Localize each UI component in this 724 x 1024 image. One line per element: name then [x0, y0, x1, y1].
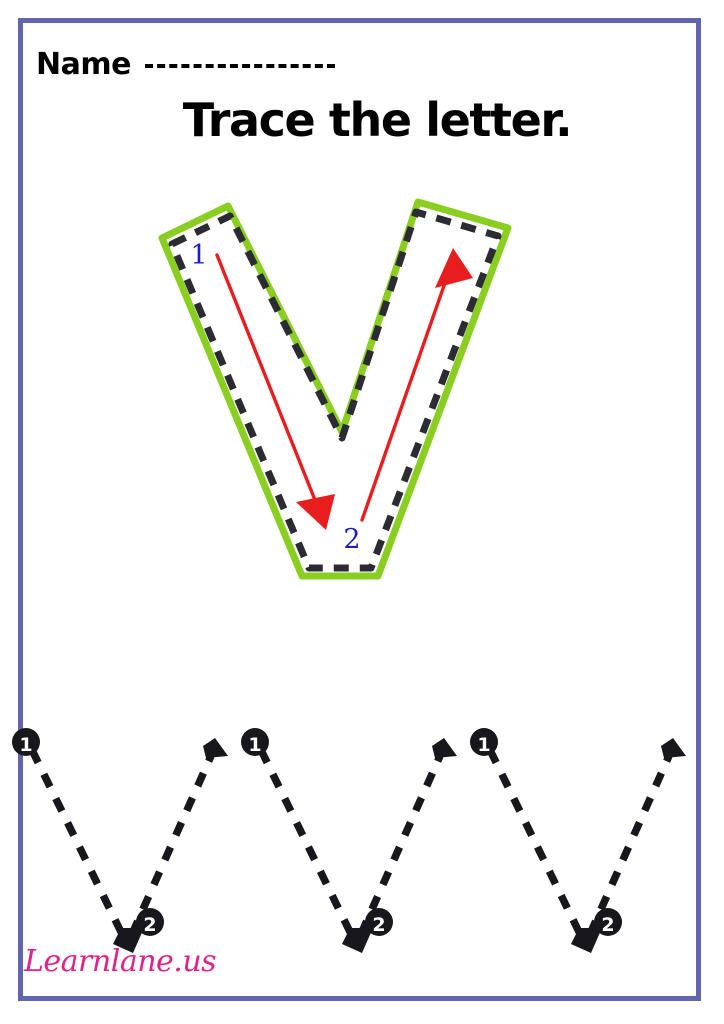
stroke-1-arrow-head — [296, 494, 335, 530]
practice-tracing-row: 1 2 — [0, 712, 724, 972]
stroke-2-arrow-head — [435, 248, 473, 288]
letter-dashed-guide[interactable] — [168, 208, 502, 572]
page-title: Trace the letter. — [182, 93, 573, 147]
practice-letter-2[interactable] — [241, 728, 457, 953]
name-label: Name — [36, 47, 131, 82]
stroke-1-arrow-shaft — [215, 253, 321, 512]
traceable-letter-figure: 1 2 — [130, 180, 560, 610]
name-write-line[interactable] — [144, 64, 335, 68]
stroke-1-number: 1 — [190, 240, 207, 271]
practice-letter-3[interactable] — [470, 728, 686, 953]
practice-letter-1[interactable] — [12, 728, 228, 953]
brand-watermark[interactable]: Learnlane.us — [24, 944, 217, 979]
stroke-2-arrow-shaft — [360, 278, 448, 522]
name-row: Name — [36, 50, 335, 80]
stroke-2-number: 2 — [343, 524, 360, 555]
letter-outline-green — [158, 198, 512, 580]
